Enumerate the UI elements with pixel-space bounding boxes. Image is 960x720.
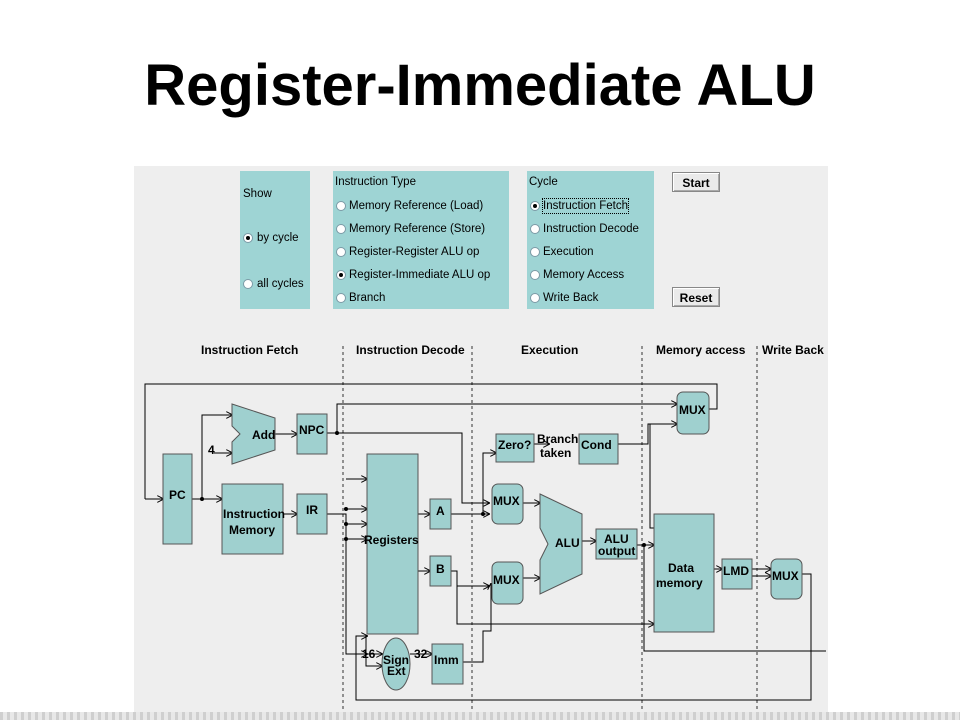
alu-label: ALU — [555, 536, 580, 550]
ir-block — [296, 493, 328, 535]
ir-label: IR — [306, 503, 318, 517]
radio-branch[interactable] — [336, 293, 346, 303]
alu-block — [539, 493, 583, 595]
label-load[interactable]: Memory Reference (Load) — [349, 200, 484, 212]
b-label: B — [436, 562, 445, 576]
radio-write-back[interactable] — [530, 293, 540, 303]
add-label: Add — [252, 428, 275, 442]
branch-taken-label-1: Branch — [537, 432, 578, 446]
wires — [144, 383, 826, 701]
lmd-label: LMD — [723, 564, 749, 578]
label-instruction-decode[interactable]: Instruction Decode — [543, 223, 639, 235]
label-store[interactable]: Memory Reference (Store) — [349, 223, 486, 235]
start-button[interactable]: Start — [672, 172, 720, 192]
b-register — [429, 555, 452, 587]
imm-block — [431, 643, 464, 685]
radio-store[interactable] — [336, 224, 346, 234]
label-instruction-fetch[interactable]: Instruction Fetch — [541, 198, 630, 214]
junction-dots — [200, 431, 646, 547]
data-memory-label-2: memory — [656, 576, 703, 590]
label-branch[interactable]: Branch — [349, 292, 386, 304]
pc-mux-label: MUX — [679, 403, 706, 417]
reset-button[interactable]: Reset — [672, 287, 720, 307]
bits-16-label: 16 — [362, 647, 376, 661]
npc-block — [296, 413, 328, 455]
radio-reg-reg[interactable] — [336, 247, 346, 257]
alu-mux-bottom-label: MUX — [493, 573, 520, 587]
alu-output-label-1: ALU — [604, 532, 629, 546]
bottom-texture-strip — [0, 712, 960, 720]
alu-output-label-2: output — [598, 544, 635, 558]
data-memory-label-1: Data — [668, 561, 694, 575]
radio-instruction-decode[interactable] — [530, 224, 540, 234]
cycle-heading: Cycle — [529, 176, 558, 188]
pc-label: PC — [169, 488, 186, 502]
alu-mux-top — [491, 483, 524, 525]
pc-block — [162, 453, 193, 545]
slide-title: Register-Immediate ALU — [144, 53, 816, 118]
lmd-block — [721, 558, 753, 590]
radio-execution[interactable] — [530, 247, 540, 257]
stage-label-execution: Execution — [521, 343, 578, 357]
alu-mux-bottom — [491, 561, 524, 605]
alu-output-block — [595, 528, 638, 560]
instruction-type-heading: Instruction Type — [335, 176, 416, 188]
stage-label-memory: Memory access — [656, 343, 746, 357]
zero-block — [495, 433, 535, 463]
stage-label-fetch: Instruction Fetch — [201, 343, 298, 357]
label-reg-reg[interactable]: Register-Register ALU op — [349, 246, 480, 258]
radio-by-cycle[interactable] — [243, 233, 253, 243]
sign-ext-label-2: Ext — [387, 664, 406, 678]
instruction-memory-block — [221, 483, 284, 555]
radio-all-cycles[interactable] — [243, 279, 253, 289]
label-by-cycle[interactable]: by cycle — [257, 232, 299, 244]
datapath-diagram: Instruction Fetch Instruction Decode Exe… — [144, 343, 826, 720]
data-memory-block — [653, 513, 715, 633]
registers-block — [366, 453, 419, 635]
writeback-mux — [770, 558, 803, 600]
radio-instruction-fetch[interactable] — [530, 201, 540, 211]
a-register — [429, 498, 452, 530]
label-reg-imm[interactable]: Register-Immediate ALU op — [349, 269, 491, 281]
cycle-panel: Cycle Instruction Fetch Instruction Deco… — [527, 171, 654, 309]
alu-mux-top-label: MUX — [493, 494, 520, 508]
radio-memory-access[interactable] — [530, 270, 540, 280]
stage-label-decode: Instruction Decode — [356, 343, 465, 357]
pc-mux — [676, 391, 710, 435]
show-panel: Show by cycle all cycles — [240, 171, 310, 309]
label-all-cycles[interactable]: all cycles — [257, 278, 304, 290]
label-execution[interactable]: Execution — [543, 246, 594, 258]
show-heading: Show — [243, 188, 272, 200]
label-write-back[interactable]: Write Back — [543, 292, 599, 304]
writeback-mux-label: MUX — [772, 569, 799, 583]
radio-load[interactable] — [336, 201, 346, 211]
const-4-label: 4 — [208, 443, 215, 457]
imm-label: Imm — [434, 653, 459, 667]
instruction-type-panel: Instruction Type Memory Reference (Load)… — [333, 171, 509, 309]
cond-block — [578, 433, 619, 465]
radio-reg-imm[interactable] — [336, 270, 346, 280]
add-block — [231, 403, 276, 465]
zero-label: Zero? — [498, 438, 531, 452]
stage-label-writeback: Write Back — [762, 343, 824, 357]
pipeline-applet: Show by cycle all cycles Instruction Typ… — [134, 166, 828, 720]
instruction-memory-label-2: Memory — [229, 523, 275, 537]
branch-taken-label-2: taken — [540, 446, 571, 460]
registers-label: Registers — [364, 533, 419, 547]
bits-32-label: 32 — [414, 647, 428, 661]
cond-label: Cond — [581, 438, 612, 452]
sign-ext-label-1: Sign — [383, 653, 409, 667]
npc-label: NPC — [299, 423, 325, 437]
a-label: A — [436, 504, 445, 518]
sign-ext-block — [381, 637, 411, 691]
label-memory-access[interactable]: Memory Access — [543, 269, 625, 281]
instruction-memory-label-1: Instruction — [223, 507, 285, 521]
